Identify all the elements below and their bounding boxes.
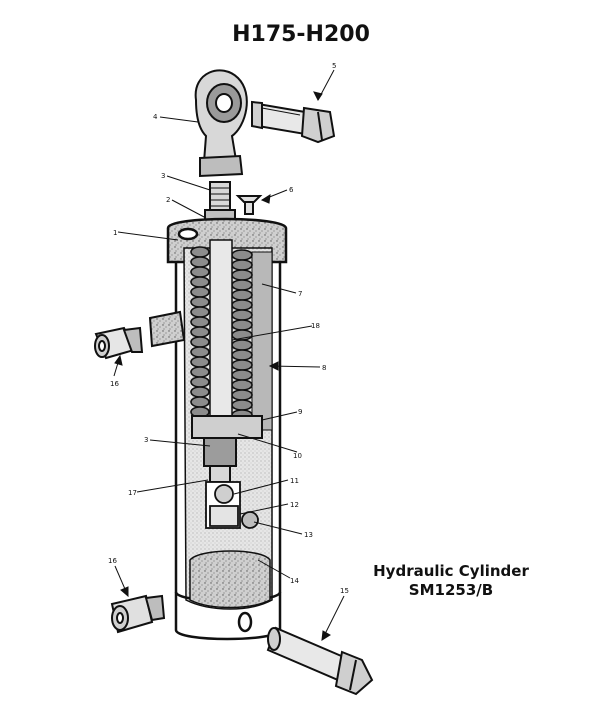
piston-rod bbox=[209, 239, 233, 431]
callout-5: 5 bbox=[332, 62, 336, 70]
spring-coil-left bbox=[190, 366, 210, 378]
callout-4: 4 bbox=[153, 113, 158, 121]
spring-coil-left bbox=[190, 376, 210, 388]
spring-coil-right bbox=[231, 389, 253, 401]
callout-16-upper: 16 bbox=[110, 380, 119, 388]
spring-coil-left bbox=[190, 396, 210, 408]
piston bbox=[191, 415, 263, 483]
callout-13: 13 bbox=[304, 531, 313, 539]
callout-15: 15 bbox=[340, 587, 349, 595]
leader-lines bbox=[113, 69, 345, 641]
spring-coil-left bbox=[190, 306, 210, 318]
spring-coil-right bbox=[231, 259, 253, 271]
diagram-caption: Hydraulic Cylinder SM1253/B bbox=[356, 562, 546, 600]
spring-coil-right bbox=[231, 319, 253, 331]
spring-coil-left bbox=[190, 276, 210, 288]
spring-coil-right bbox=[231, 309, 253, 321]
caption-line-1: Hydraulic Cylinder bbox=[373, 562, 529, 580]
spring-coil-right bbox=[231, 359, 253, 371]
spring-coil-right bbox=[231, 339, 253, 351]
spring-coil-right bbox=[231, 349, 253, 361]
spring-coil-right bbox=[231, 379, 253, 391]
spring-coil-right bbox=[231, 369, 253, 381]
callout-16-lower: 16 bbox=[108, 557, 117, 565]
callout-9: 9 bbox=[298, 408, 302, 416]
spring-coil-left bbox=[190, 286, 210, 298]
side-port-fitting-lower bbox=[110, 594, 166, 634]
spring-coil-left bbox=[190, 316, 210, 328]
caption-line-2: SM1253/B bbox=[408, 581, 494, 599]
grub-screw bbox=[235, 195, 263, 215]
rod-end-eye bbox=[194, 69, 248, 178]
callout-18: 18 bbox=[311, 322, 320, 330]
spring-coil-right bbox=[231, 279, 253, 291]
callout-8: 8 bbox=[322, 364, 326, 372]
callout-7: 7 bbox=[298, 290, 302, 298]
bottom-pivot-bolt bbox=[266, 626, 374, 696]
spring-coil-right bbox=[231, 269, 253, 281]
page-title: H175-H200 bbox=[232, 22, 370, 47]
spring-coil-right bbox=[231, 299, 253, 311]
callout-3-lower: 3 bbox=[144, 436, 148, 444]
coil-spring bbox=[190, 246, 253, 421]
spring-coil-left bbox=[190, 346, 210, 358]
spring-coil-left bbox=[190, 246, 210, 258]
spring-coil-right bbox=[231, 399, 253, 411]
spring-coil-left bbox=[190, 386, 210, 398]
callout-17: 17 bbox=[128, 489, 137, 497]
callout-10: 10 bbox=[293, 452, 302, 460]
callout-3-top: 3 bbox=[161, 172, 165, 180]
spring-coil-left bbox=[190, 296, 210, 308]
callout-1: 1 bbox=[113, 229, 117, 237]
spring-coil-left bbox=[190, 266, 210, 278]
spring-coil-left bbox=[190, 356, 210, 368]
callout-14: 14 bbox=[290, 577, 299, 585]
callout-11: 11 bbox=[290, 477, 299, 485]
spring-coil-right bbox=[231, 289, 253, 301]
side-port-fitting-upper bbox=[94, 310, 186, 360]
spring-coil-right bbox=[231, 249, 253, 261]
spring-coil-left bbox=[190, 336, 210, 348]
spring-coil-left bbox=[190, 256, 210, 268]
callout-2: 2 bbox=[166, 196, 170, 204]
callout-6: 6 bbox=[289, 186, 294, 194]
spring-coil-left bbox=[190, 326, 210, 338]
callout-12: 12 bbox=[290, 501, 299, 509]
pivot-bolt bbox=[251, 100, 336, 144]
ball-valve bbox=[205, 481, 259, 529]
